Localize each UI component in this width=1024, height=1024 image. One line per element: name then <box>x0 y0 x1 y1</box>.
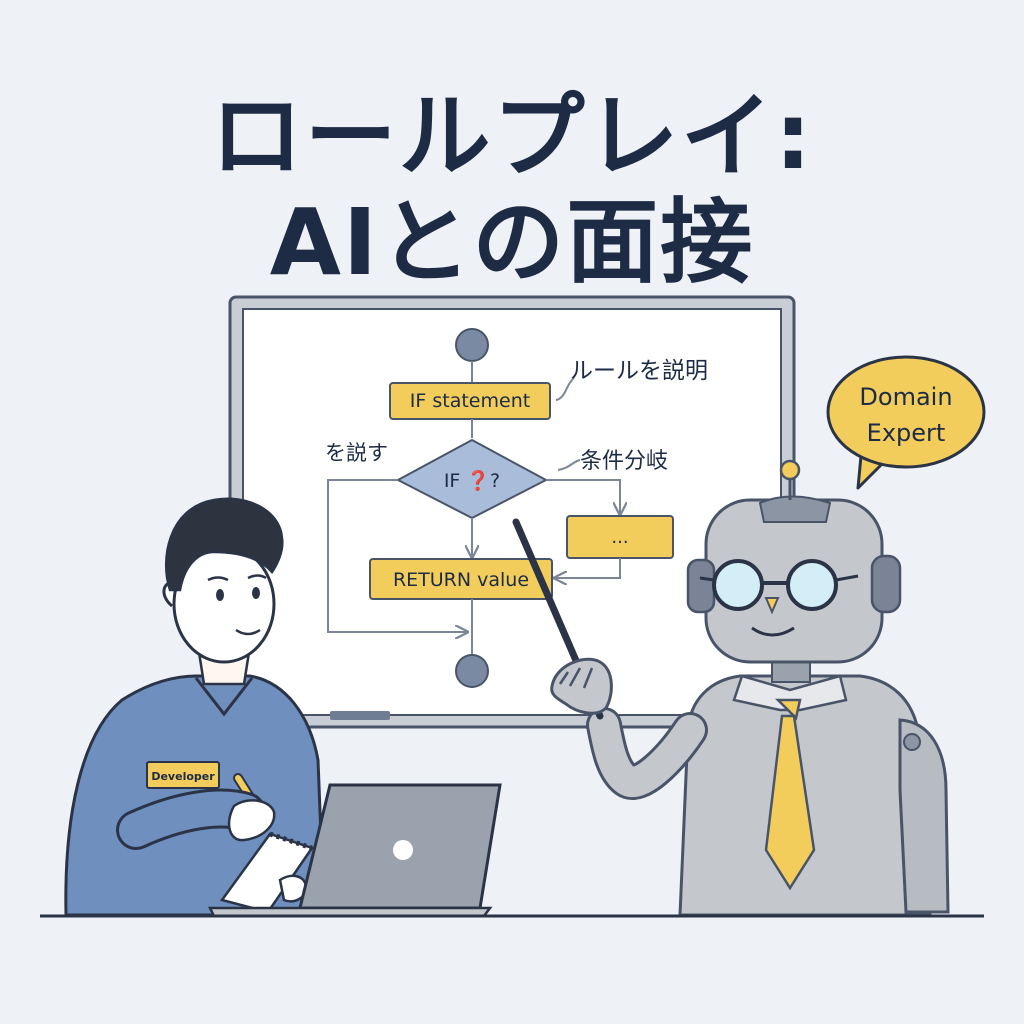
developer-hair <box>164 497 284 592</box>
title-line-2: AIとの面接 <box>269 189 755 296</box>
laptop-logo <box>393 840 413 860</box>
speech-bubble: Domain Expert <box>826 355 986 490</box>
robot-glasses-left <box>712 559 764 611</box>
whiteboard <box>228 295 796 729</box>
robot-domain-expert <box>512 459 950 917</box>
return-value-box <box>369 558 553 600</box>
robot-tie-knot <box>774 698 802 721</box>
start-node <box>455 328 489 362</box>
if-statement-label: IF statement <box>410 390 530 412</box>
developer-badge <box>146 761 220 789</box>
bubble-line-2: Expert <box>867 419 946 447</box>
bubble-line-1: Domain <box>859 383 952 411</box>
developer-person: Developer <box>64 497 326 917</box>
left-note-label: を説す <box>325 441 388 465</box>
condition-label: IF ❓? <box>444 469 500 492</box>
title-line-1: ロールプレイ: <box>210 83 814 190</box>
marker-tray <box>330 711 390 720</box>
rule-callout-line <box>555 377 575 401</box>
ellipsis-label: ... <box>611 527 628 548</box>
robot-tie <box>764 714 816 891</box>
end-node <box>455 654 489 688</box>
developer-badge-label: Developer <box>151 770 215 783</box>
flowchart: IF statement ルールを説明 IF ❓? を説す 条件分岐 ... R… <box>325 328 708 688</box>
if-statement-box <box>389 382 551 420</box>
robot-glasses-right <box>786 559 838 611</box>
branch-label: 条件分岐 <box>580 449 668 474</box>
developer-hand <box>227 799 276 842</box>
return-value-label: RETURN value <box>393 569 529 591</box>
laptop <box>207 783 502 918</box>
rule-explain-label: ルールを説明 <box>570 358 708 384</box>
antenna-light <box>779 459 801 481</box>
